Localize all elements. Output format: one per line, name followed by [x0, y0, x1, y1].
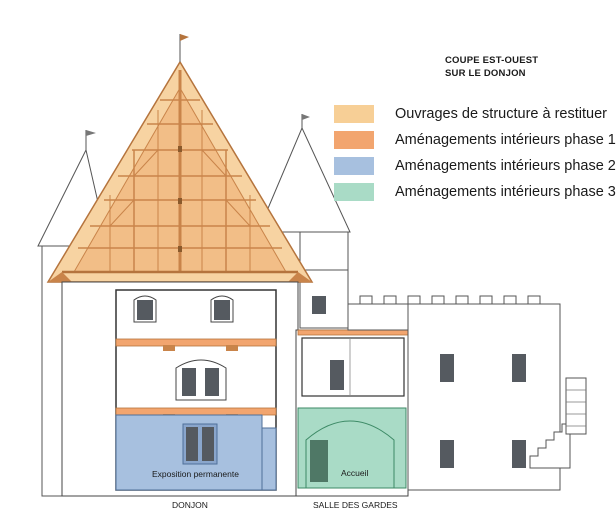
- legend-label-phase-1: Aménagements intérieurs phase 1: [395, 132, 616, 148]
- right-turret-window: [312, 296, 326, 314]
- architectural-section-drawing: [37, 34, 587, 497]
- legend-label-phase-2: Aménagements intérieurs phase 2: [395, 158, 616, 174]
- floor-beam-upper: [115, 338, 277, 347]
- drawing-title-line2: SUR LE DONJON: [445, 68, 526, 79]
- left-turret-flag-icon: [86, 130, 96, 136]
- legend-swatch-phase-2: [334, 157, 374, 175]
- drawing-title-line1: COUPE EST-OUEST: [445, 55, 539, 66]
- main-roof-structure: [46, 60, 314, 283]
- exhibition-room-label: Exposition permanente: [152, 469, 239, 479]
- legend-swatch-structure: [334, 105, 374, 123]
- legend-swatch-phase-1: [334, 131, 374, 149]
- salle-caption: SALLE DES GARDES: [313, 500, 398, 510]
- drawing-title: COUPE EST-OUEST SUR LE DONJON: [445, 54, 538, 80]
- section-drawing-stage: COUPE EST-OUEST SUR LE DONJON Ouvrages d…: [37, 34, 616, 510]
- legend-label-structure: Ouvrages de structure à restituer: [395, 106, 607, 122]
- right-turret-flag-icon: [302, 114, 310, 120]
- right-wall-crenellation: [348, 295, 541, 305]
- welcome-room-vault: [305, 420, 395, 488]
- legend-swatch-phase-3: [334, 183, 374, 201]
- legend-label-phase-3: Aménagements intérieurs phase 3: [395, 184, 616, 200]
- donjon-caption: DONJON: [172, 500, 208, 510]
- salle-upper-room: [301, 337, 405, 397]
- main-roof-flag-icon: [180, 34, 189, 41]
- floor-beam-lower: [115, 407, 277, 416]
- welcome-room-label: Accueil: [341, 468, 369, 478]
- salle-beam: [297, 329, 409, 336]
